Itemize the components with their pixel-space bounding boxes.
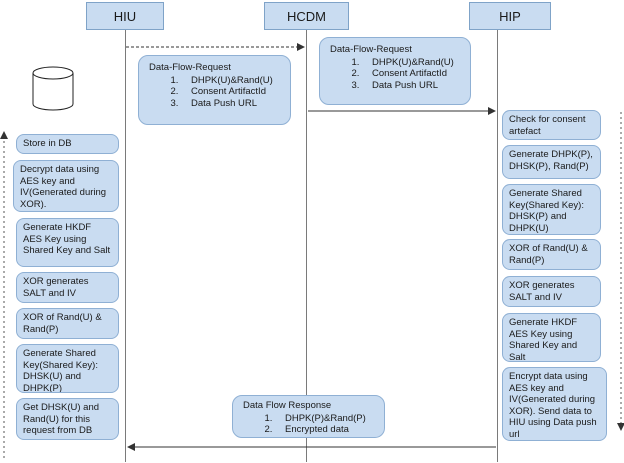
hiu-step-decrypt: Decrypt data using AES key and IV(Genera… [13,160,119,212]
request-title: Data-Flow-Request [330,44,412,55]
request-message-hcdm: Data-Flow-Request DHPK(U)&Rand(U) Consen… [319,37,471,105]
actor-hiu: HIU [86,2,164,30]
hiu-step-get-keys: Get DHSK(U) and Rand(U) for this request… [16,398,119,440]
response-item: Encrypted data [275,424,374,436]
hip-step-generate-keys: Generate DHPK(P), DHSK(P), Rand(P) [502,145,601,179]
request-item: Data Push URL [362,80,460,92]
hip-step-hkdf: Generate HKDF AES Key using Shared Key a… [502,313,601,362]
hiu-step-hkdf: Generate HKDF AES Key using Shared Key a… [16,218,119,267]
request-title: Data-Flow-Request [149,62,231,73]
hiu-step-shared-key: Generate Shared Key(Shared Key): DHSK(U)… [16,344,119,393]
response-message: Data Flow Response DHPK(P)&Rand(P) Encry… [232,395,385,438]
hip-step-encrypt-send: Encrypt data using AES key and IV(Genera… [502,367,607,441]
request-item: Consent ArtifactId [362,68,460,80]
request-item: Data Push URL [181,98,280,110]
request-message-hiu: Data-Flow-Request DHPK(U)&Rand(U) Consen… [138,55,291,125]
request-item: DHPK(U)&Rand(U) [362,57,460,69]
hip-step-xor-rand: XOR of Rand(U) & Rand(P) [502,239,601,270]
request-item: Consent ArtifactId [181,86,280,98]
actor-hip: HIP [469,2,551,30]
actor-hcdm: HCDM [264,2,349,30]
lifeline-hiu [125,30,126,462]
lifeline-hcdm [306,30,307,462]
hip-step-xor-salt-iv: XOR generates SALT and IV [502,276,601,307]
response-title: Data Flow Response [243,400,332,411]
hip-step-shared-key: Generate Shared Key(Shared Key): DHSK(P)… [502,184,601,235]
request-item: DHPK(U)&Rand(U) [181,75,280,87]
hiu-step-store-db: Store in DB [16,134,119,154]
hip-step-check-consent: Check for consent artefact [502,110,601,140]
hiu-step-xor-salt-iv: XOR generates SALT and IV [16,272,119,303]
lifeline-hip [497,30,498,462]
hiu-step-xor-rand: XOR of Rand(U) & Rand(P) [16,308,119,339]
database-icon [32,66,74,111]
response-item: DHPK(P)&Rand(P) [275,413,374,425]
